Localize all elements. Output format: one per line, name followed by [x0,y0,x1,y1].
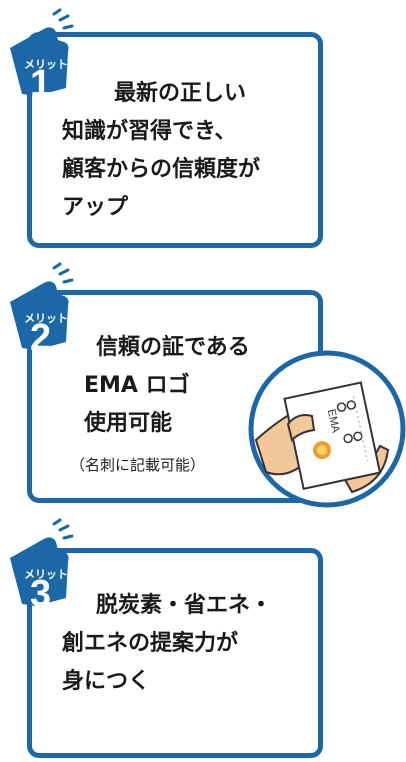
merit-2-line-2: EMA ロゴ [84,373,190,398]
merit-1-line-3: 顧客からの信頼度が [62,157,261,182]
business-card-in-hand-icon: EMA [248,350,406,508]
svg-text:EMA: EMA [325,408,342,434]
pointing-hand-icon: メリット 3 [10,518,74,608]
merit-2-note: （名刺に記載可能） [70,456,206,474]
merit-card-3 [27,548,323,758]
merit-1-line-4: アップ [62,195,129,220]
merit-badge-3: メリット 3 [2,518,82,608]
pointing-hand-icon: メリット 1 [10,8,74,98]
merit-3-line-3: 身につく [62,669,151,694]
svg-text:メリット: メリット [24,312,68,325]
merit-2-line-3: 使用可能 [84,411,173,436]
merit-1-line-1: 最新の正しい [92,81,247,106]
svg-text:メリット: メリット [24,568,68,581]
merit-card-1 [27,32,323,248]
merit-badge-2: メリット 2 [2,262,82,352]
merit-3-line-2: 創エネの提案力が [62,631,239,656]
svg-text:メリット: メリット [24,58,68,71]
merit-1-line-2: 知識が習得でき、 [62,119,237,144]
svg-text:1: 1 [30,63,51,98]
svg-text:3: 3 [30,573,51,608]
merit-2-line-1: 信頼の証である [74,335,250,360]
merit-badge-1: メリット 1 [2,8,82,98]
merit-3-line-1: 脱炭素・省エネ・ [74,593,273,618]
pointing-hand-icon: メリット 2 [10,262,74,352]
svg-text:2: 2 [30,317,51,352]
